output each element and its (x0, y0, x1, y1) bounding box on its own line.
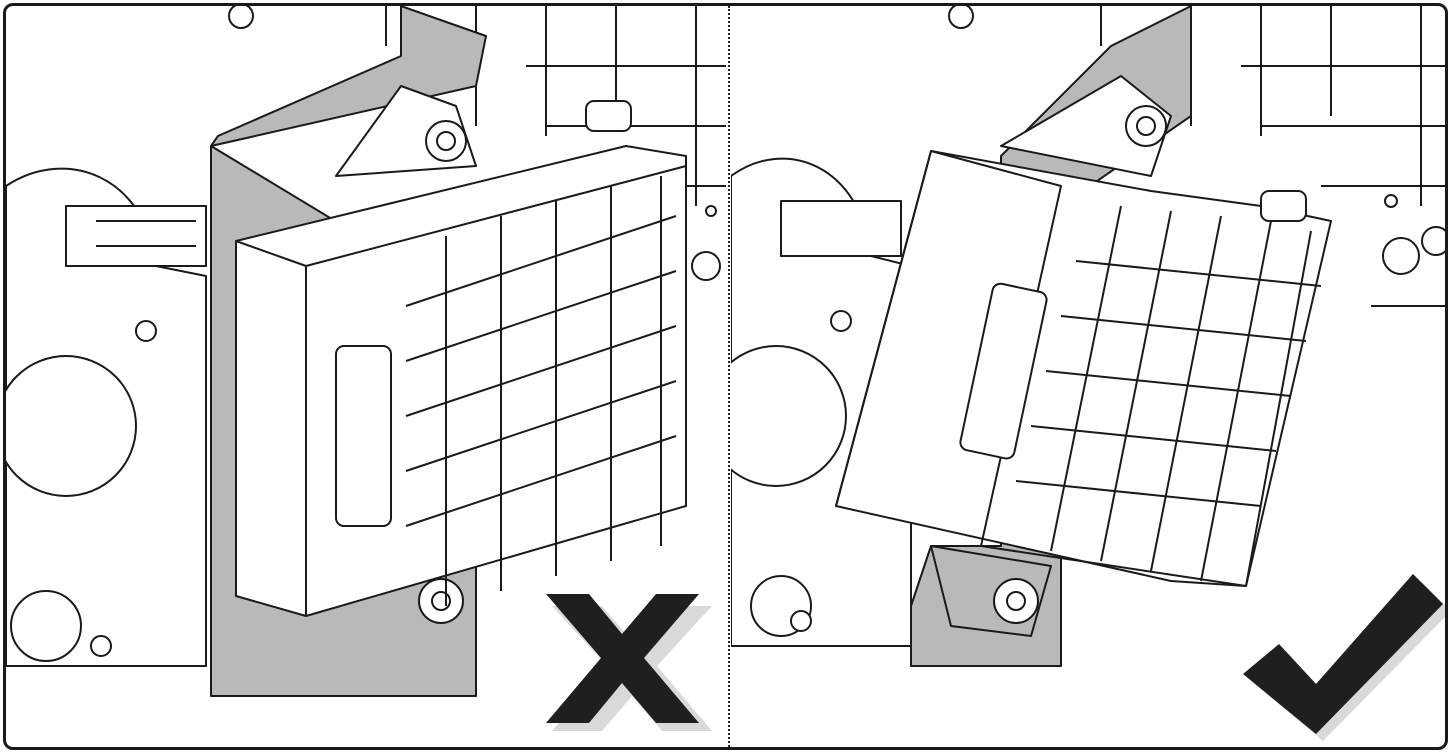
module-label-area (959, 282, 1048, 460)
panel-incorrect (6, 6, 726, 747)
cross-mark-icon (546, 594, 712, 731)
figure-frame (3, 3, 1448, 750)
check-mark-icon (1243, 574, 1445, 741)
correct-installation-drawing (731, 6, 1445, 741)
panel-divider (728, 6, 730, 747)
panel-correct (731, 6, 1445, 747)
incorrect-installation-drawing (6, 6, 726, 731)
module-label-area (335, 345, 392, 527)
control-module (835, 150, 1332, 587)
upper-mount (1000, 75, 1172, 177)
